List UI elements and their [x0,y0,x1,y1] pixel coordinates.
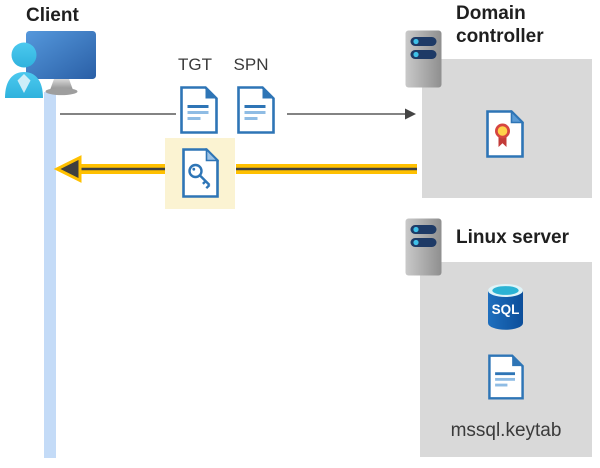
key-glyph [188,163,211,190]
spn-document-icon [237,86,275,134]
tgt-label: TGT [178,55,212,74]
monitor-icon [26,31,96,96]
client-lifeline [44,92,56,458]
tgt-document-icon [180,86,218,134]
domain-controller-label: Domain controller [456,3,544,47]
linux-server-label: Linux server [456,227,569,248]
spn-label: SPN [233,55,269,74]
user-at-monitor-icon [5,31,96,98]
keytab-file-label: mssql.keytab [450,420,562,441]
response-arrow [53,155,417,183]
document-with-key-icon [182,148,219,198]
sql-badge-text: SQL [492,302,520,317]
person-icon [5,42,43,98]
keytab-document-icon [488,354,524,400]
domain-controller-server-icon [405,30,442,88]
request-arrow [60,108,416,120]
linux-server-icon [405,218,442,276]
client-label: Client [26,5,79,26]
sql-database-icon: SQL [488,284,523,330]
certificate-document-icon [486,110,524,158]
